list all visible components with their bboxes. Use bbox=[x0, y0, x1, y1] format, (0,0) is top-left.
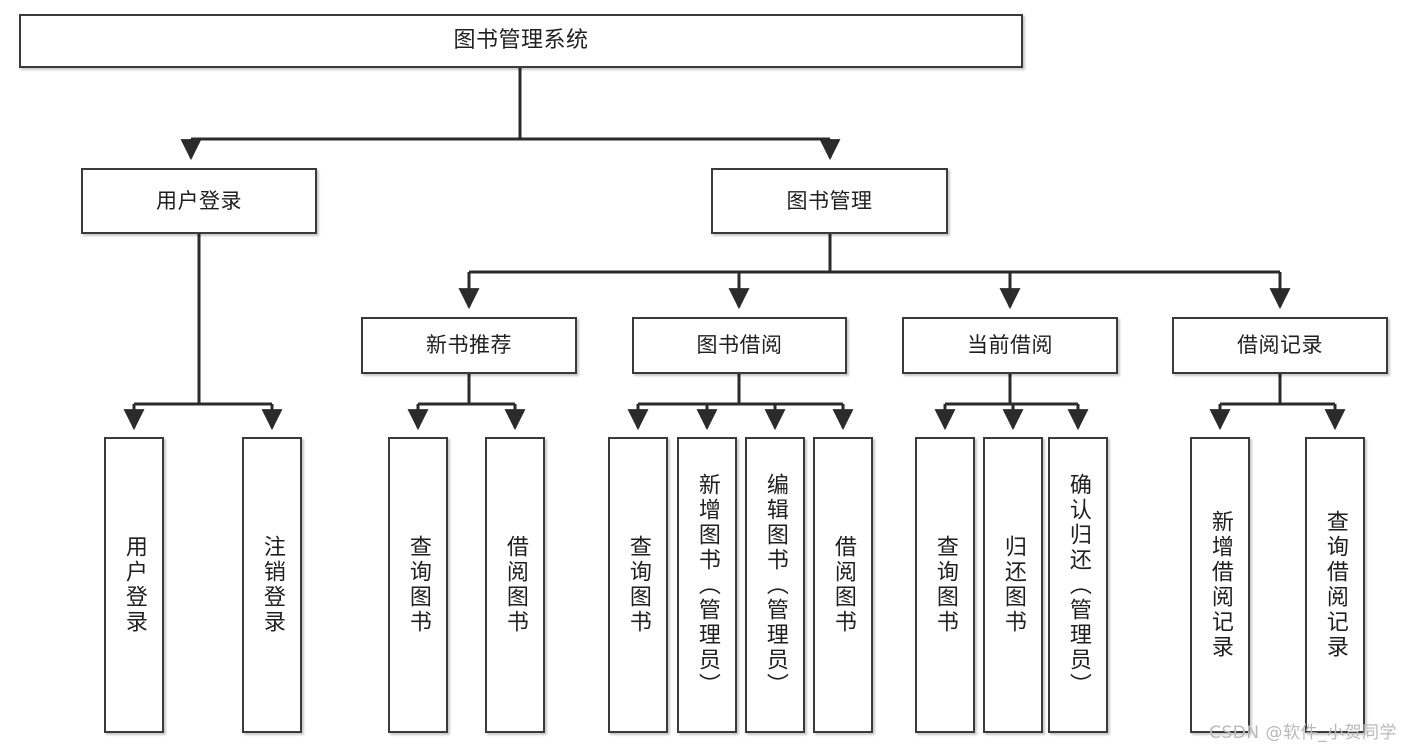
node-label: 编辑图书（管理员） bbox=[762, 472, 788, 698]
node-book-borrow[interactable]: 图书借阅 bbox=[632, 317, 847, 374]
leaf-query-book-current[interactable]: 查询图书 bbox=[915, 437, 975, 733]
node-label: 归还图书 bbox=[1000, 535, 1026, 635]
node-root-system[interactable]: 图书管理系统 bbox=[19, 14, 1023, 68]
node-label: 新书推荐 bbox=[426, 333, 512, 358]
leaf-borrow-book[interactable]: 借阅图书 bbox=[813, 437, 873, 733]
leaf-add-book[interactable]: 新增图书（管理员） bbox=[677, 437, 737, 733]
node-label: 查询图书 bbox=[625, 535, 651, 635]
leaf-query-borrow-record[interactable]: 查询借阅记录 bbox=[1305, 437, 1365, 733]
watermark-text: CSDN @软件_小贺同学 bbox=[1209, 723, 1397, 743]
node-label: 新增图书（管理员） bbox=[694, 472, 720, 698]
node-label: 图书管理系统 bbox=[453, 28, 589, 54]
leaf-return-book[interactable]: 归还图书 bbox=[983, 437, 1043, 733]
node-label: 查询借阅记录 bbox=[1322, 510, 1348, 660]
leaf-edit-book[interactable]: 编辑图书（管理员） bbox=[745, 437, 805, 733]
node-current-borrow[interactable]: 当前借阅 bbox=[902, 317, 1118, 374]
node-new-book-recommend[interactable]: 新书推荐 bbox=[361, 317, 577, 374]
node-label: 查询图书 bbox=[932, 535, 958, 635]
node-label: 用户登录 bbox=[121, 535, 147, 635]
leaf-query-book-recommend[interactable]: 查询图书 bbox=[388, 437, 448, 733]
node-label: 新增借阅记录 bbox=[1207, 510, 1233, 660]
node-label: 确认归还（管理员） bbox=[1065, 472, 1091, 698]
node-label: 借阅图书 bbox=[502, 535, 528, 635]
node-borrow-record[interactable]: 借阅记录 bbox=[1172, 317, 1388, 374]
leaf-borrow-book-recommend[interactable]: 借阅图书 bbox=[485, 437, 545, 733]
leaf-user-login[interactable]: 用户登录 bbox=[104, 437, 164, 733]
node-label: 当前借阅 bbox=[967, 333, 1053, 358]
leaf-logout[interactable]: 注销登录 bbox=[242, 437, 302, 733]
node-label: 借阅图书 bbox=[830, 535, 856, 635]
node-label: 借阅记录 bbox=[1237, 333, 1323, 358]
node-label: 图书管理 bbox=[786, 188, 873, 213]
leaf-query-book-borrow[interactable]: 查询图书 bbox=[608, 437, 668, 733]
node-label: 用户登录 bbox=[156, 188, 242, 213]
node-label: 注销登录 bbox=[259, 535, 285, 635]
node-user-login[interactable]: 用户登录 bbox=[81, 168, 317, 234]
node-book-manage[interactable]: 图书管理 bbox=[711, 168, 948, 234]
node-label: 图书借阅 bbox=[696, 333, 783, 358]
node-label: 查询图书 bbox=[405, 535, 431, 635]
leaf-confirm-return[interactable]: 确认归还（管理员） bbox=[1048, 437, 1108, 733]
leaf-add-borrow-record[interactable]: 新增借阅记录 bbox=[1190, 437, 1250, 733]
